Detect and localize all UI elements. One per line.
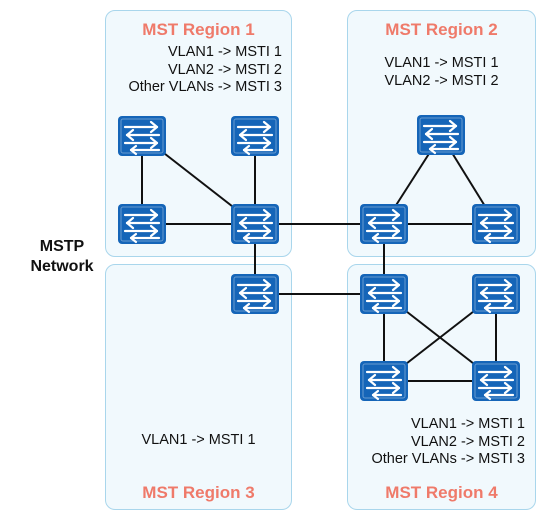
- network-label-line: Network: [30, 258, 94, 275]
- switch-icon: [359, 273, 409, 315]
- mapping-line: Other VLANs -> MSTI 3: [371, 451, 525, 467]
- switch-icon: [230, 203, 280, 245]
- switch-icon: [230, 115, 280, 157]
- switch-icon: [471, 273, 521, 315]
- region-title: MST Region 2: [385, 20, 498, 39]
- mapping-line: VLAN1 -> MSTI 1: [167, 44, 282, 60]
- network-label: MSTP Network: [22, 237, 102, 277]
- region-4-mappings: VLAN1 -> MSTI 1 VLAN2 -> MSTI 2 Other VL…: [371, 416, 525, 469]
- switch-icon: [230, 273, 280, 315]
- mapping-line: VLAN1 -> MSTI 1: [141, 432, 256, 448]
- region-2-mappings: VLAN1 -> MSTI 1 VLAN2 -> MSTI 2: [347, 55, 536, 90]
- mapping-line: VLAN2 -> MSTI 2: [167, 61, 282, 78]
- mapping-line: VLAN1 -> MSTI 1: [384, 55, 499, 71]
- mapping-line: Other VLANs -> MSTI 3: [128, 79, 282, 95]
- switch-icon: [359, 203, 409, 245]
- region-title: MST Region 3: [142, 483, 255, 502]
- mapping-line: VLAN2 -> MSTI 2: [384, 72, 499, 89]
- switch-icon: [416, 114, 466, 156]
- network-label-line: MSTP: [39, 238, 85, 255]
- region-title: MST Region 1: [142, 20, 255, 39]
- switch-icon: [359, 360, 409, 402]
- region-title: MST Region 4: [385, 483, 498, 502]
- region-3-mappings: VLAN1 -> MSTI 1: [105, 432, 292, 450]
- mapping-line: VLAN1 -> MSTI 1: [410, 416, 525, 432]
- region-3: MST Region 3: [105, 264, 292, 510]
- switch-icon: [117, 115, 167, 157]
- switch-icon: [117, 203, 167, 245]
- switch-icon: [471, 360, 521, 402]
- switch-icon: [471, 203, 521, 245]
- mapping-line: VLAN2 -> MSTI 2: [410, 433, 525, 450]
- region-1-mappings: VLAN1 -> MSTI 1 VLAN2 -> MSTI 2 Other VL…: [128, 44, 282, 97]
